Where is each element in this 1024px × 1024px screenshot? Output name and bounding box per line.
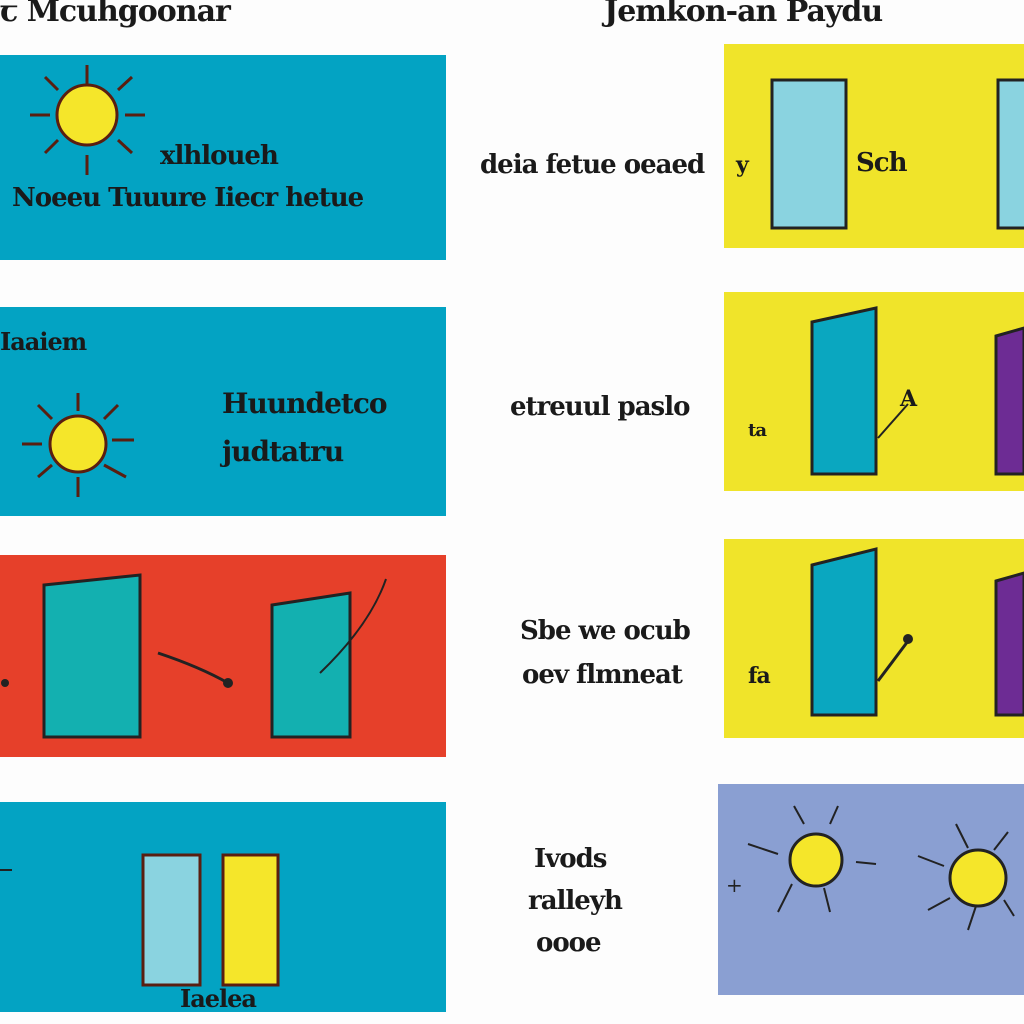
left-panel-4: Iaelea: [0, 802, 446, 1013]
rectangles-diagram: [1, 573, 387, 739]
left-panel-2: Iaaiem Huundetco judtatru: [0, 307, 446, 516]
right-panel-1: y Sch: [724, 44, 1024, 248]
rectangles-diagram: [770, 78, 1024, 230]
sun-icons: +: [726, 805, 1015, 931]
rectangles-diagram: [810, 547, 1024, 717]
panel-text: Noeeu Tuuure Iiecr hetue: [12, 183, 364, 213]
label: Sch: [856, 148, 908, 178]
panel-corner-text: Iaaiem: [0, 327, 87, 356]
label: A: [900, 386, 917, 412]
svg-text:+: +: [726, 873, 743, 897]
middle-text-4c: oooe: [536, 928, 602, 958]
panel-text: judtatru: [222, 435, 344, 468]
sun-icon: [22, 393, 134, 497]
right-header: Jemkon-an Paydu: [604, 0, 883, 29]
middle-text-4a: Ivods: [534, 844, 607, 874]
right-panel-4: +: [718, 784, 1024, 995]
rectangles-diagram: [0, 853, 280, 987]
middle-text-3b: oev flmneat: [522, 660, 683, 690]
rectangles-diagram: [810, 306, 1024, 476]
right-panel-3: fa: [724, 539, 1024, 738]
middle-text-4b: ralleyh: [528, 886, 623, 916]
middle-text-1: deia fetue oeaed: [480, 150, 705, 180]
label: y: [736, 152, 749, 178]
right-panel-2: ta A: [724, 292, 1024, 491]
left-header: ꞇ Mcuhgoonar: [0, 0, 231, 29]
panel-caption: Iaelea: [180, 984, 257, 1013]
label: fa: [748, 663, 771, 689]
sun-icon: [30, 65, 145, 175]
middle-text-2: etreuul paslo: [510, 392, 690, 422]
left-panel-3: [0, 555, 446, 757]
left-panel-1: xlhloueh Noeeu Tuuure Iiecr hetue: [0, 55, 446, 260]
label: ta: [748, 420, 767, 441]
panel-text: Huundetco: [222, 387, 388, 420]
panel-text: xlhloueh: [160, 141, 279, 171]
middle-text-3a: Sbe we ocub: [520, 616, 691, 646]
